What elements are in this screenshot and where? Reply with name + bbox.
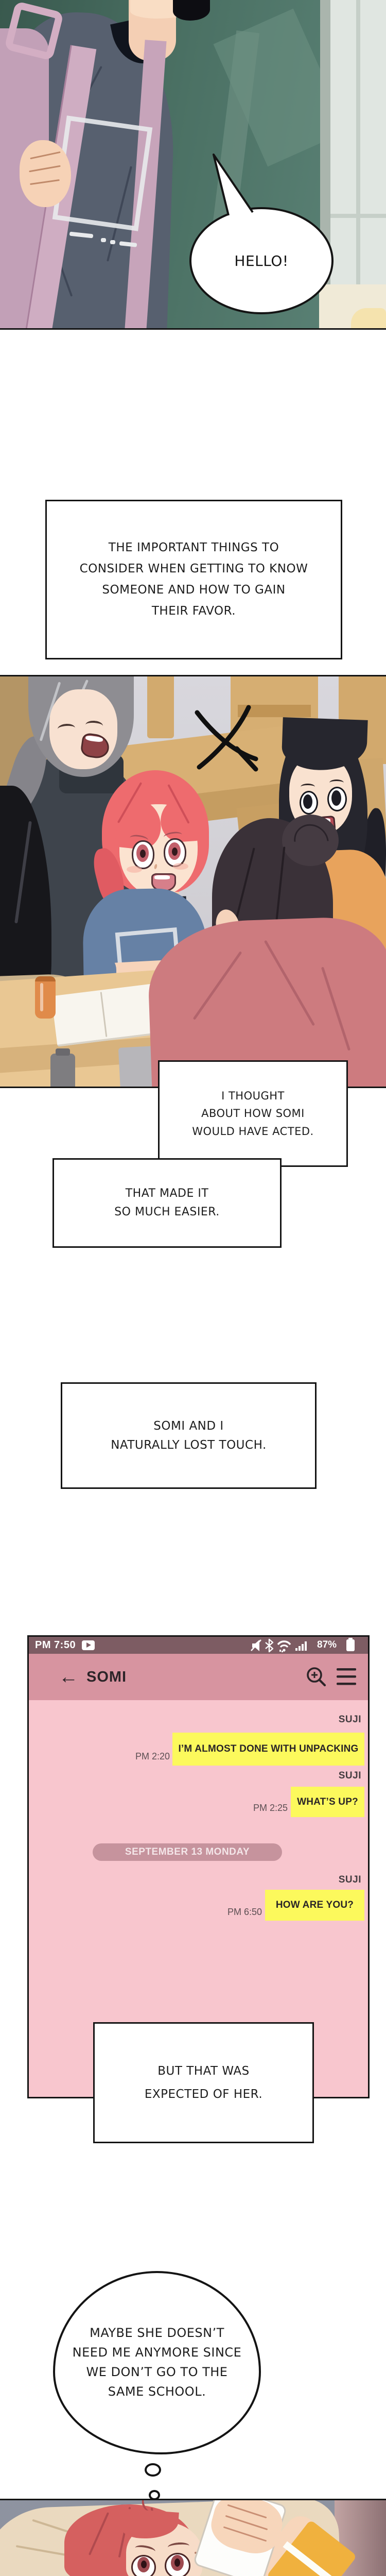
window-muntin-v: [356, 0, 360, 289]
chat-header: ← SOMI: [29, 1654, 368, 1700]
woman-eye-closed-left: [57, 723, 76, 734]
message-bubble: I’M ALMOST DONE WITH UNPACKING: [172, 1733, 364, 1766]
search-zoom-icon[interactable]: [305, 1665, 328, 1689]
woman-face: [49, 689, 117, 769]
narration-intro-text: THE IMPORTANT THINGS TO CONSIDER WHEN GE…: [79, 541, 308, 618]
orange-bottle-highlight: [40, 983, 43, 1011]
gray-bottle: [50, 1054, 75, 1087]
x-mark: [195, 705, 258, 772]
phone-screen: PM 7:50: [27, 1635, 370, 2098]
panel-hallway: HELLO!: [0, 0, 386, 330]
speech-bubble-text: HELLO!: [234, 252, 289, 269]
orange-bottle: [35, 976, 56, 1019]
pupil-right: [174, 2558, 180, 2567]
signal-bars-icon: [295, 1641, 307, 1651]
narration-easier-text: THAT MADE IT SO MUCH EASIER.: [114, 1187, 220, 1218]
speech-bubble-tail: [213, 154, 254, 216]
status-time: PM 7:50: [35, 1639, 76, 1651]
menu-icon[interactable]: [336, 1667, 357, 1687]
bluetooth-icon: [265, 1638, 274, 1653]
volume-muted-icon: [251, 1639, 261, 1651]
narration-box-expected: BUT THAT WAS EXPECTED OF HER.: [93, 2022, 314, 2143]
girl1-blush-right: [173, 863, 188, 870]
battery-percent: 87%: [317, 1639, 337, 1650]
gray-bottle-cap: [56, 1048, 70, 1056]
narration-box-intro: THE IMPORTANT THINGS TO CONSIDER WHEN GE…: [45, 500, 342, 659]
message-bubble: WHAT’S UP?: [291, 1787, 364, 1817]
thought-bubble: MAYBE SHE DOESN’T NEED ME ANYMORE SINCE …: [53, 2271, 261, 2454]
narration-lost-touch-text: SOMI AND I NATURALLY LOST TOUCH.: [111, 1419, 267, 1452]
status-bar: PM 7:50: [29, 1637, 368, 1654]
shirt-print-dot: [110, 240, 115, 244]
message-time: PM 6:50: [227, 1907, 262, 1917]
screen-record-play-glyph: [86, 1642, 91, 1648]
girl1-blush-left: [127, 866, 142, 873]
panel-classroom: [0, 675, 386, 1088]
narration-thought-somi-text: I THOUGHT ABOUT HOW SOMI WOULD HAVE ACTE…: [192, 1090, 314, 1138]
date-divider-chip: SEPTEMBER 13 MONDAY: [93, 1843, 282, 1861]
sender-label: SUJI: [338, 1770, 361, 1781]
status-icons: [251, 1638, 307, 1653]
desk-corner: [351, 308, 386, 328]
wifi-icon: [277, 1640, 291, 1652]
thought-bubble-dot: [149, 2490, 160, 2500]
shirt-print-dot: [101, 238, 106, 242]
speech-bubble-hello: HELLO!: [189, 207, 334, 314]
boy-hair-back: [173, 0, 210, 21]
narration-box-thought-somi: I THOUGHT ABOUT HOW SOMI WOULD HAVE ACTE…: [158, 1060, 348, 1167]
narration-expected-text: BUT THAT WAS EXPECTED OF HER.: [144, 2064, 263, 2101]
sender-label: SUJI: [338, 1714, 361, 1725]
girl2-iris-right: [331, 790, 341, 806]
girl1-teeth: [154, 875, 170, 879]
battery-icon: [346, 1639, 355, 1651]
narration-box-lost-touch: SOMI AND I NATURALLY LOST TOUCH.: [61, 1382, 317, 1489]
date-divider-text: SEPTEMBER 13 MONDAY: [125, 1846, 250, 1857]
thought-bubble-text: MAYBE SHE DOESN’T NEED ME ANYMORE SINCE …: [72, 2326, 242, 2399]
girl1-pupil-left: [140, 850, 146, 858]
orange-bottle-cap: [35, 976, 56, 981]
girl1-mole: [181, 862, 183, 864]
sender-label: SUJI: [338, 1874, 361, 1885]
message-time: PM 2:25: [253, 1803, 288, 1813]
bun-person-bun: [282, 815, 339, 866]
message-time: PM 2:20: [135, 1751, 170, 1761]
girl2-iris-left: [303, 794, 312, 809]
message-bubble: HOW ARE YOU?: [265, 1890, 364, 1921]
girl2-brow-left: [301, 784, 315, 790]
chair-back: [147, 676, 174, 738]
panel-bedroom: [0, 2499, 386, 2576]
thought-bubble-dot: [145, 2463, 161, 2477]
back-button[interactable]: ←: [59, 1666, 78, 1688]
chat-title: SOMI: [86, 1668, 127, 1685]
boy-hand: [20, 140, 71, 207]
girl1-pupil-right: [172, 848, 178, 856]
pupil-left: [141, 2561, 147, 2568]
girl2-brow-right: [329, 779, 344, 786]
window-muntin-h: [330, 214, 386, 218]
battery-icon-tip: [348, 1638, 353, 1639]
narration-box-easier: THAT MADE IT SO MUCH EASIER.: [52, 1158, 282, 1248]
